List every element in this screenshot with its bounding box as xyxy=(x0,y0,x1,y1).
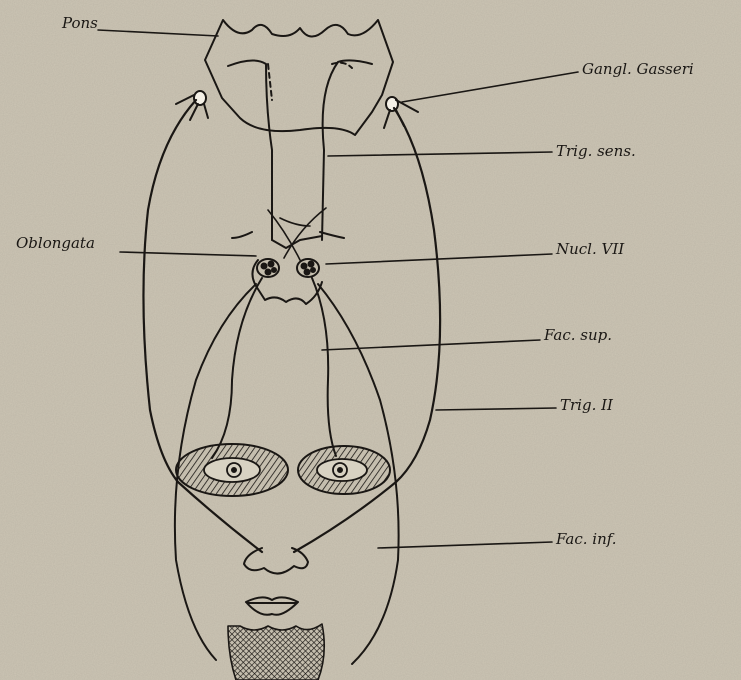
beard xyxy=(228,624,324,680)
label-nucl-vii: Nucl. VII xyxy=(556,242,624,257)
label-oblongata: Oblongata xyxy=(16,236,95,251)
label-pons: Pons xyxy=(62,16,98,31)
left-eye xyxy=(176,444,288,496)
right-eye xyxy=(298,446,390,494)
label-trig-ii: Trig. II xyxy=(560,398,613,413)
label-fac-inf: Fac. inf. xyxy=(556,532,617,547)
label-gangl-gasseri: Gangl. Gasseri xyxy=(582,62,694,77)
label-trig-sens: Trig. sens. xyxy=(556,144,636,159)
label-fac-sup: Fac. sup. xyxy=(544,328,612,343)
